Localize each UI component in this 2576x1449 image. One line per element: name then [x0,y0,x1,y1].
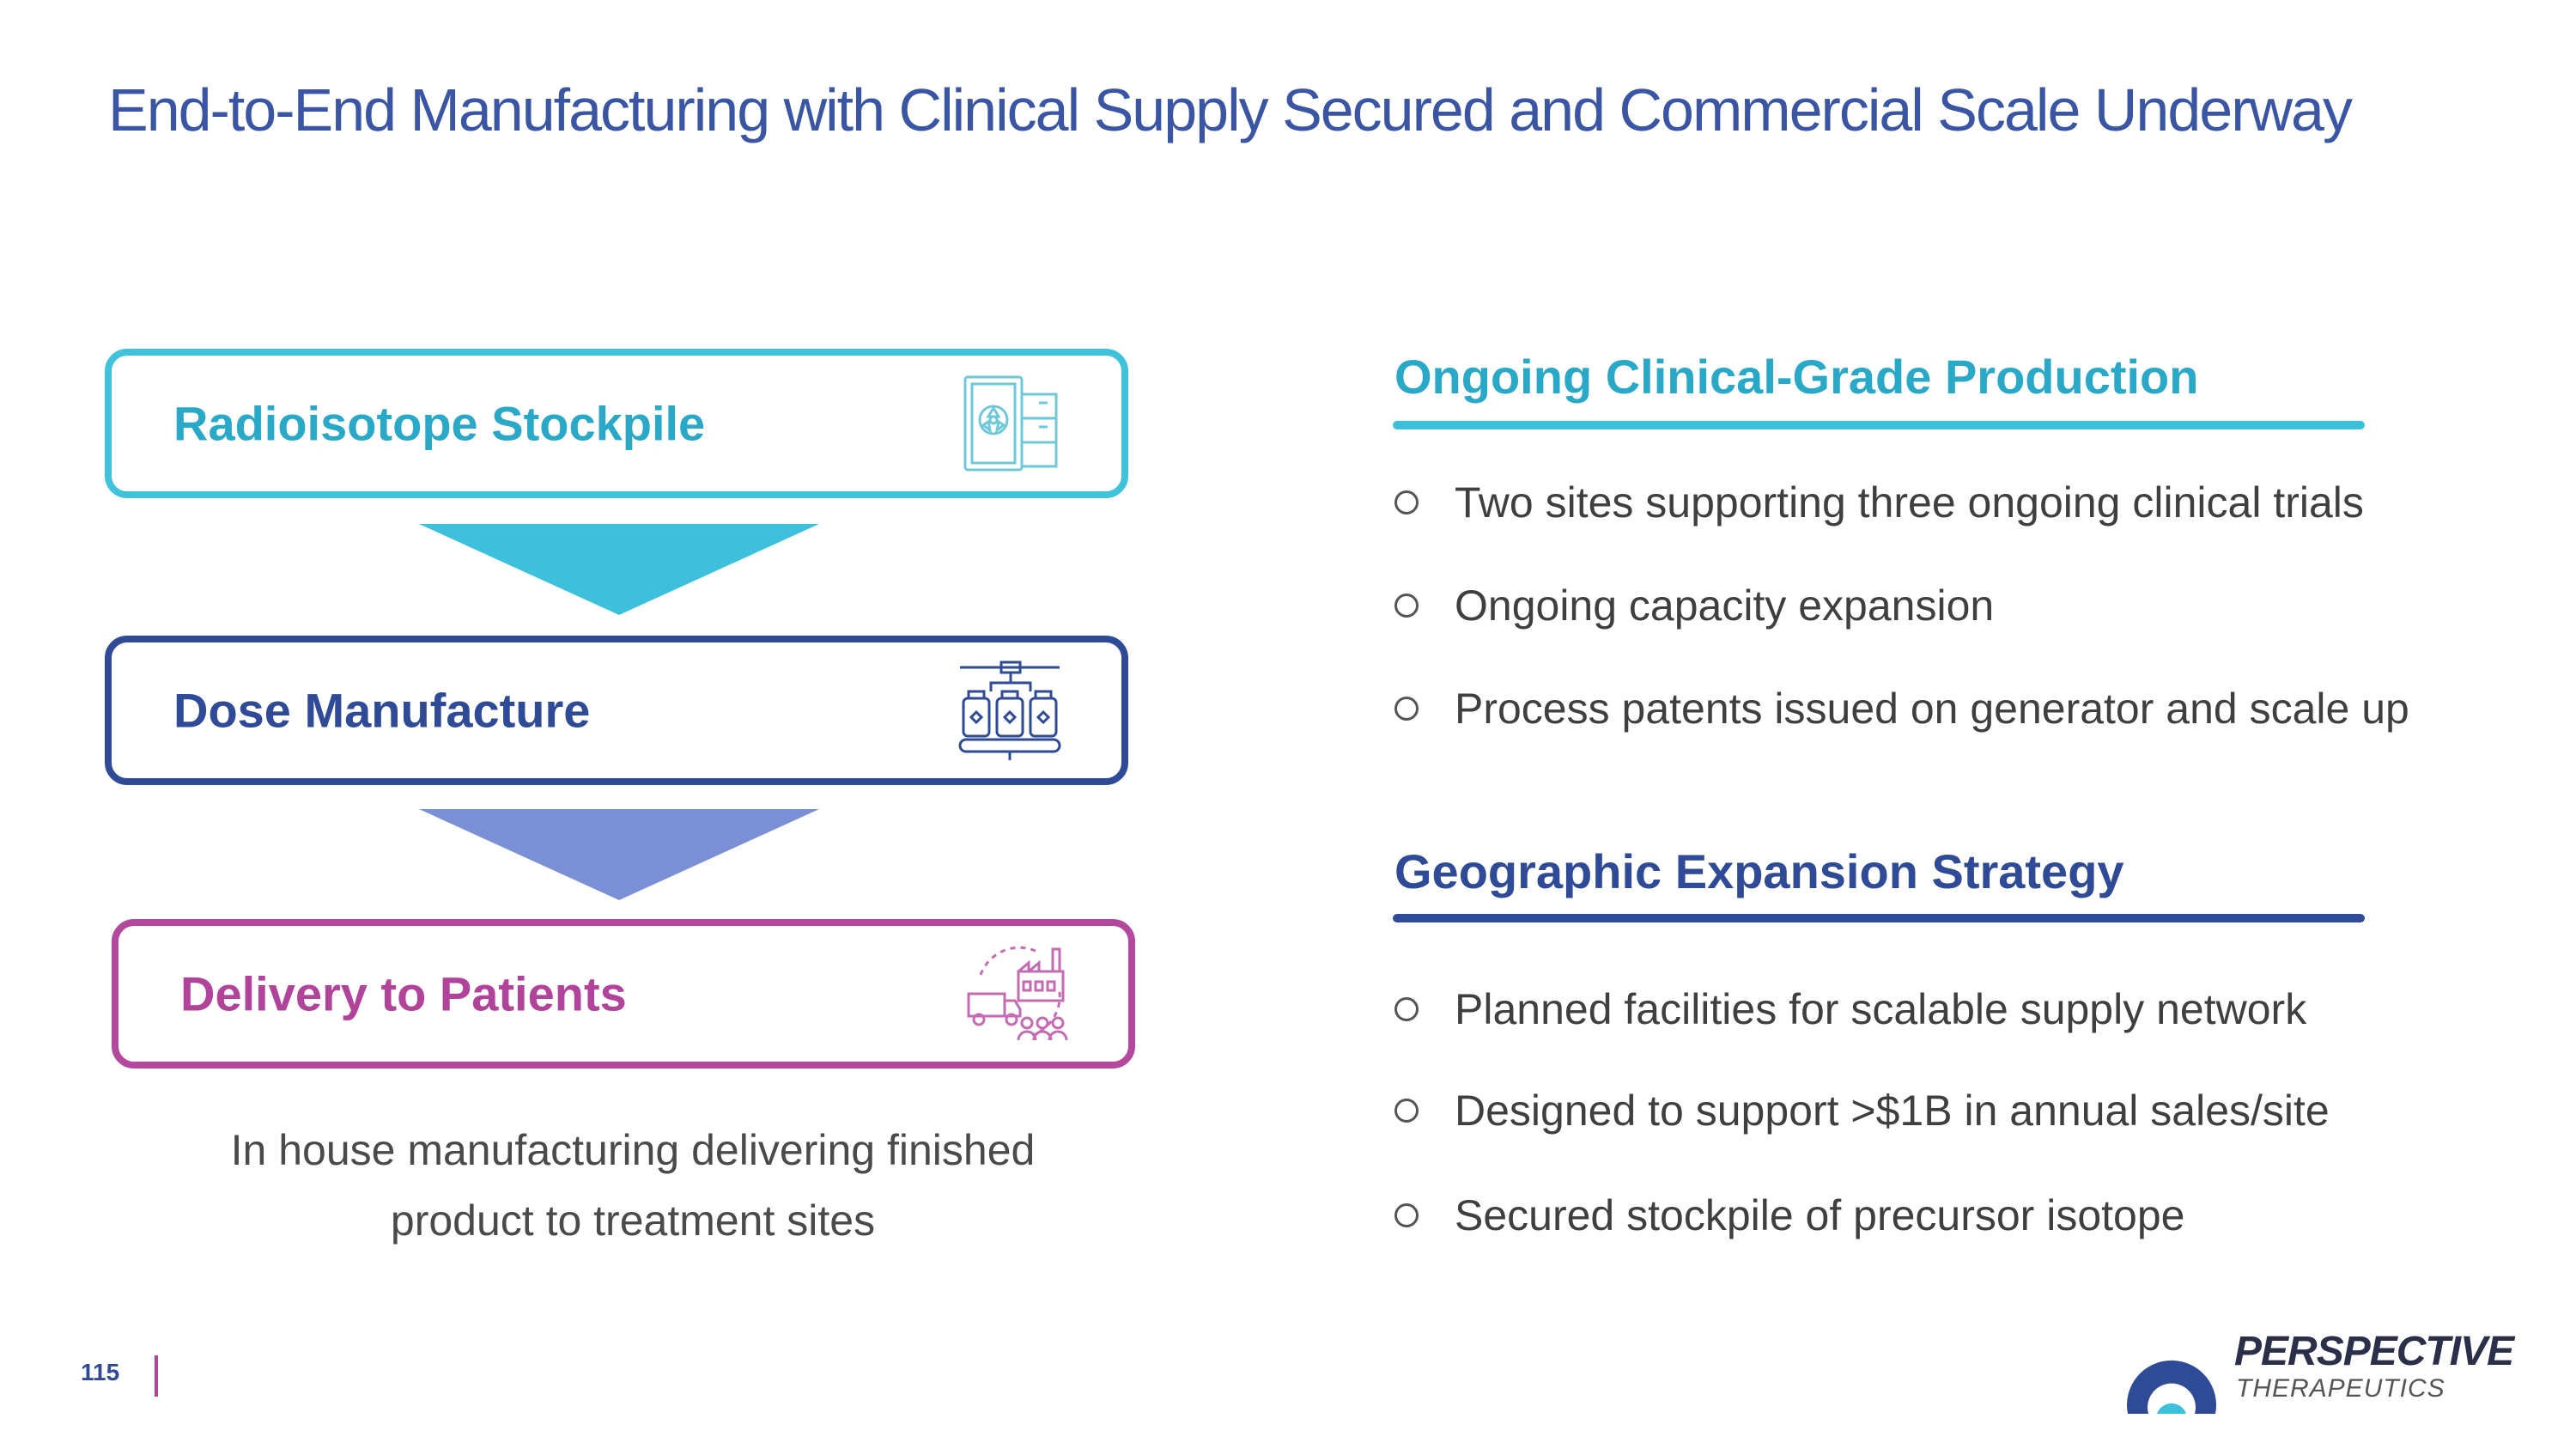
flow-arrow-down-2 [419,809,819,900]
bullet-text: Process patents issued on generator and … [1455,685,2409,733]
circle-bullet-icon [1394,696,1419,721]
section-title-geographic-expansion: Geographic Expansion Strategy [1394,844,2124,898]
company-logo: PERSPECTIVE THERAPEUTICS [2119,1319,2523,1422]
bullet-text: Ongoing capacity expansion [1455,581,1995,630]
flow-arrow-down-1 [419,524,819,615]
circle-bullet-icon [1394,593,1419,618]
vial-production-line-icon [958,661,1061,760]
flow-caption: In house manufacturing delivering finish… [105,1115,1161,1256]
bullet-item: Designed to support >$1B in annual sales… [1394,1086,2330,1135]
stage-radioisotope-stockpile: Radioisotope Stockpile [105,349,1128,498]
bullet-item: Process patents issued on generator and … [1394,684,2409,734]
bullet-item: Secured stockpile of precursor isotope [1394,1190,2184,1240]
bullet-text: Two sites supporting three ongoing clini… [1455,478,2364,527]
radioactive-storage-icon [963,375,1058,472]
circle-bullet-icon [1394,490,1419,514]
section-divider [1393,421,2365,429]
logo-wordmark: PERSPECTIVE [2234,1329,2514,1374]
circle-bullet-icon [1394,1098,1419,1123]
stage-label: Radioisotope Stockpile [173,396,706,451]
bullet-text: Designed to support >$1B in annual sales… [1455,1087,2330,1135]
stage-label: Delivery to Patients [180,966,627,1021]
caption-line: In house manufacturing delivering finish… [230,1126,1036,1174]
page-number: 115 [81,1359,120,1385]
perspective-logo-icon [2127,1360,2216,1414]
circle-bullet-icon [1394,996,1419,1021]
circle-bullet-icon [1394,1202,1419,1227]
stage-dose-manufacture: Dose Manufacture [105,636,1128,785]
bullet-text: Planned facilities for scalable supply n… [1455,985,2307,1033]
logo-subtitle: THERAPEUTICS [2236,1374,2445,1403]
section-divider [1393,914,2365,922]
caption-line: product to treatment sites [390,1196,876,1245]
slide-title: End-to-End Manufacturing with Clinical S… [108,76,2353,143]
stage-label: Dose Manufacture [173,683,591,738]
page-number-divider [155,1355,158,1397]
stage-delivery-to-patients: Delivery to Patients [112,919,1135,1068]
bullet-item: Ongoing capacity expansion [1394,581,1994,630]
bullet-item: Planned facilities for scalable supply n… [1394,984,2306,1034]
bullet-text: Secured stockpile of precursor isotope [1455,1191,2185,1239]
bullet-item: Two sites supporting three ongoing clini… [1394,478,2364,527]
section-title-clinical-production: Ongoing Clinical-Grade Production [1394,350,2199,404]
delivery-truck-factory-icon [967,946,1068,1041]
